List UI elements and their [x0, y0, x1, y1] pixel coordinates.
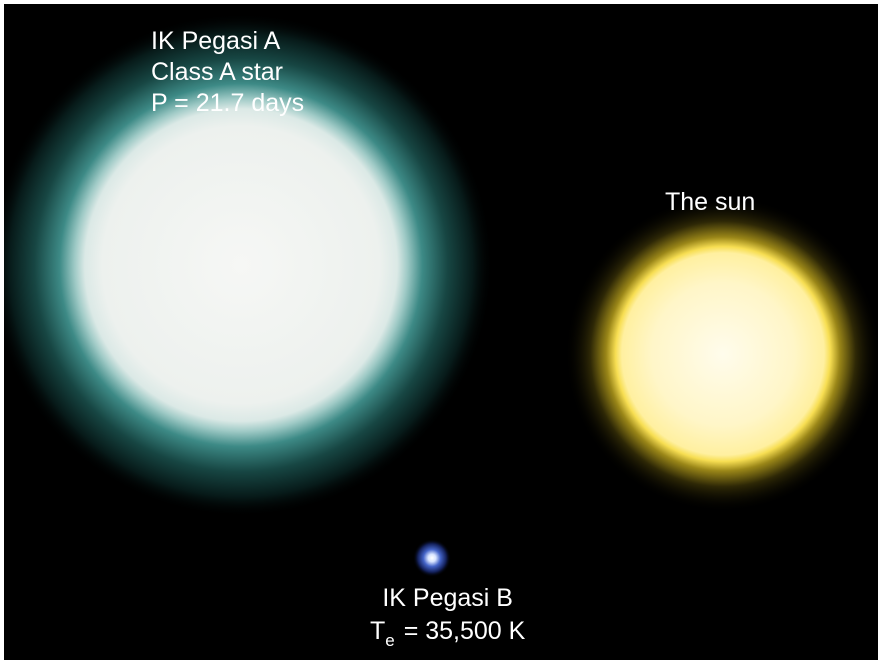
ik-pegasi-b-name: IK Pegasi B: [382, 584, 513, 612]
ik-pegasi-b-star: [413, 539, 451, 577]
sun-star: [565, 196, 878, 512]
stars-drawing: [4, 13, 878, 577]
sun-label: The sun: [665, 188, 756, 216]
temperature-symbol: T: [370, 617, 386, 645]
ik-pegasi-a-period: P = 21.7 days: [151, 89, 305, 117]
ik-pegasi-b-temperature: Te = 35,500 K: [370, 616, 526, 650]
ik-pegasi-b-label: IK Pegasi B Te = 35,500 K: [370, 583, 526, 650]
ik-pegasi-a-class: Class A star: [151, 58, 283, 86]
ik-pegasi-a-name: IK Pegasi A: [151, 27, 281, 55]
diagram-canvas: IK Pegasi A Class A star P = 21.7 days T…: [4, 4, 878, 660]
ik-pegasi-a-label: IK Pegasi A Class A star P = 21.7 days: [151, 26, 304, 119]
ik-pegasi-a-star: [4, 13, 493, 517]
temperature-subscript: e: [385, 631, 395, 650]
temperature-value: = 35,500 K: [396, 617, 526, 645]
